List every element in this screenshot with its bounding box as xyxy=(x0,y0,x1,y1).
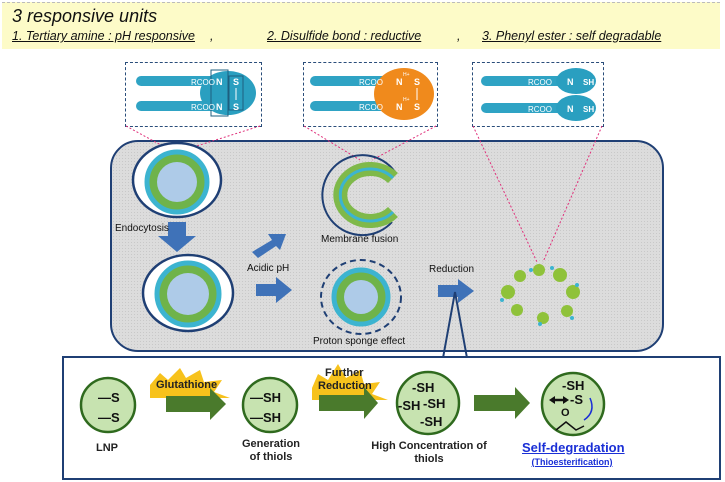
svg-text:—S: —S xyxy=(98,410,120,425)
degradation-arrow xyxy=(474,387,530,419)
svg-text:N: N xyxy=(216,102,223,112)
further-reduction-label-1: Further xyxy=(325,367,364,379)
lnp-in-endosome-top xyxy=(131,141,223,219)
unit-2-comma: , xyxy=(457,29,461,43)
unit-2-inset: RCOO RCOO N N S S H+ H+ xyxy=(303,62,438,127)
endocytosis-label: Endocytosis xyxy=(115,223,169,234)
tertiary-amine-molecule: RCOO RCOO N N S S xyxy=(136,69,256,117)
lnp-disulfide-circle xyxy=(79,376,137,434)
unit-1-inset: RCOO RCOO N N S S xyxy=(125,62,262,127)
curved-arrow-icon xyxy=(583,397,593,421)
high-thiol-circle xyxy=(395,370,461,436)
svg-text:O: O xyxy=(561,407,570,419)
acidic-arrow-up xyxy=(252,234,286,258)
page-title: 3 responsive units xyxy=(12,6,158,26)
svg-text:RCOO: RCOO xyxy=(528,105,552,114)
step-high-concentration-label: High Concentration of thiols xyxy=(371,440,487,465)
thioesterification-label: (Thioesterification) xyxy=(531,457,613,467)
svg-text:N: N xyxy=(396,102,403,112)
glutathione-arrow xyxy=(166,388,226,420)
svg-text:-S: -S xyxy=(570,392,583,407)
svg-text:-SH: -SH xyxy=(412,380,434,395)
svg-text:-SH: -SH xyxy=(420,414,442,429)
svg-text:N: N xyxy=(216,77,223,87)
membrane-fusion-label: Membrane fusion xyxy=(321,234,399,245)
svg-text:SH: SH xyxy=(583,78,594,87)
glutathione-label: Glutathione xyxy=(156,379,218,391)
svg-text:SH: SH xyxy=(583,105,594,114)
reduction-arrow xyxy=(438,279,474,303)
svg-text:RCOO: RCOO xyxy=(528,78,552,87)
svg-text:RCOO: RCOO xyxy=(359,103,383,112)
svg-text:H+: H+ xyxy=(403,72,410,78)
unit-1-comma: , xyxy=(210,29,214,43)
reduction-label: Reduction xyxy=(429,264,475,275)
unit-3-label: 3. Phenyl ester : self degradable xyxy=(482,29,662,43)
further-reduction-arrow xyxy=(319,387,378,419)
proton-sponge-label: Proton sponge effect xyxy=(313,336,406,347)
membrane-fusion-graphic xyxy=(321,154,398,237)
svg-text:—SH: —SH xyxy=(250,410,281,425)
callout-pointer xyxy=(442,291,468,359)
rcoo-label-1: RCOO xyxy=(191,78,215,87)
acidic-arrow-right xyxy=(256,277,292,303)
svg-text:N: N xyxy=(396,77,403,87)
svg-text:-SH: -SH xyxy=(423,396,445,411)
lnp-in-endosome-bottom xyxy=(141,253,235,333)
proton-sponge-graphic xyxy=(320,259,402,335)
svg-text:-SH: -SH xyxy=(562,378,584,393)
step-generation-label: Generation of thiols xyxy=(241,438,301,463)
svg-text:N: N xyxy=(567,77,574,87)
further-reduction-label-2: Reduction xyxy=(318,380,372,392)
unit-2-label: 2. Disulfide bond : reductive xyxy=(267,29,422,43)
svg-text:N: N xyxy=(567,104,574,114)
svg-text:S: S xyxy=(414,102,420,112)
svg-text:RCOO: RCOO xyxy=(359,78,383,87)
endocytosis-arrow xyxy=(158,222,196,252)
further-reduction-burst xyxy=(312,364,388,400)
degraded-lnp-fragments xyxy=(501,264,580,324)
self-degradation-link[interactable]: Self-degradation xyxy=(522,440,625,455)
header-banner xyxy=(2,2,720,49)
thiol-molecule: RCOO RCOO N N SH SH xyxy=(481,68,596,121)
step-lnp-label: LNP xyxy=(96,442,118,454)
svg-text:S: S xyxy=(414,77,420,87)
thiol-circle xyxy=(241,376,299,434)
svg-text:—S: —S xyxy=(98,390,120,405)
svg-text:H+: H+ xyxy=(403,97,410,103)
svg-text:—SH: —SH xyxy=(250,390,281,405)
svg-text:-SH: -SH xyxy=(398,398,420,413)
svg-text:S: S xyxy=(233,102,239,112)
unit-3-inset: RCOO RCOO N N SH SH xyxy=(472,62,604,127)
svg-text:S: S xyxy=(233,77,239,87)
rcoo-label-2: RCOO xyxy=(191,103,215,112)
disulfide-molecule: RCOO RCOO N N S S H+ H+ xyxy=(310,68,434,120)
unit-1-label: 1. Tertiary amine : pH responsive xyxy=(12,29,195,43)
self-degradation-circle xyxy=(540,371,606,437)
acidic-ph-label: Acidic pH xyxy=(247,263,290,274)
